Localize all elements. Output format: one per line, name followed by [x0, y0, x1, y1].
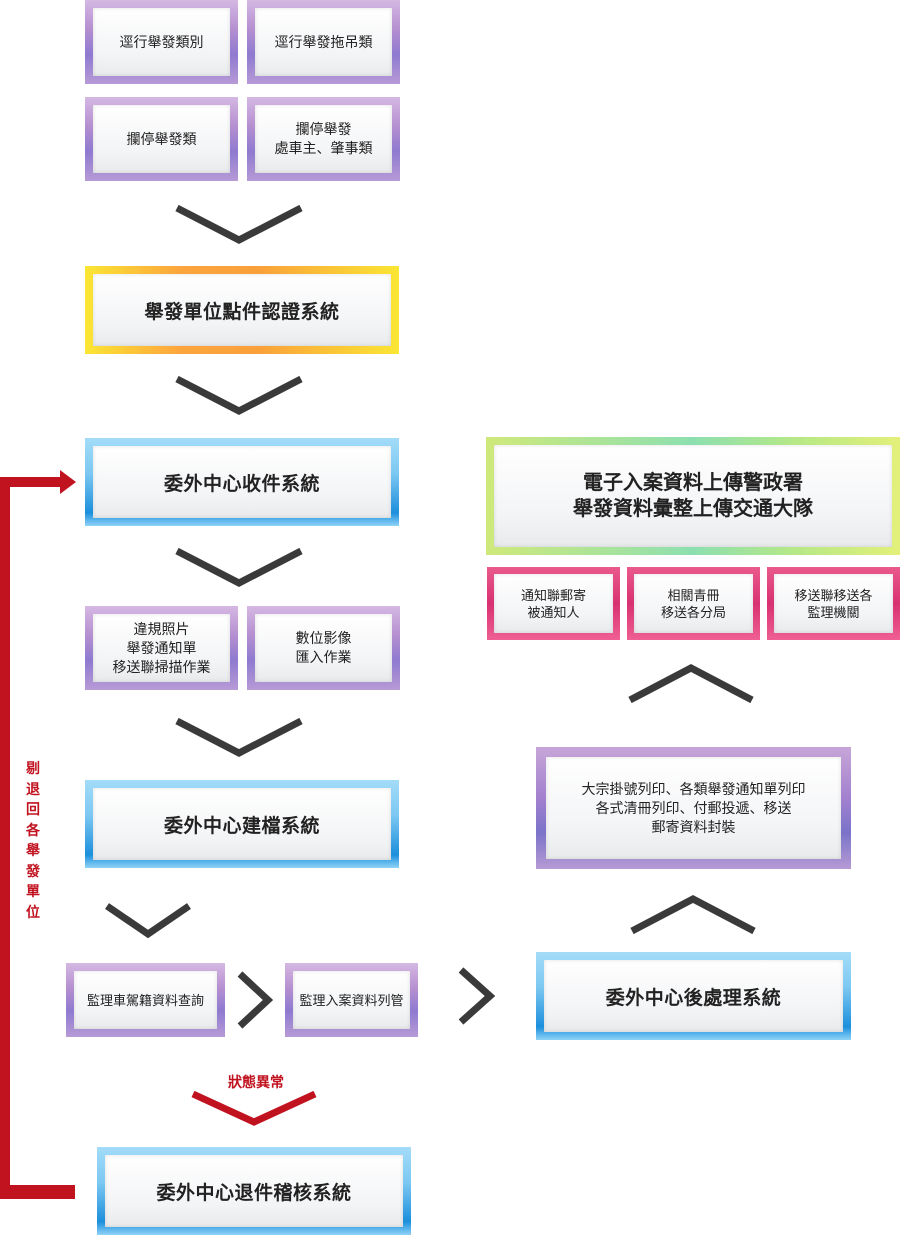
stop-owner-label: 攔停舉發 處車主、肇事類 — [255, 105, 392, 173]
chevron-right-icon — [458, 967, 496, 1025]
filing-system-label: 委外中心建檔系統 — [93, 788, 391, 860]
reject-return-line — [0, 1009, 75, 1199]
mass-print-box: 大宗掛號列印、各類舉發通知單列印 各式清冊列印、付郵投遞、移送 郵寄資料封裝 — [536, 747, 851, 869]
receive-system-box: 委外中心收件系統 — [85, 438, 399, 526]
chevron-down-icon — [175, 717, 303, 757]
receive-system-label: 委外中心收件系統 — [93, 446, 391, 518]
running-category-label: 逕行舉發類別 — [93, 8, 230, 76]
scan-photos-box: 違規照片 舉發通知單 移送聯掃描作業 — [85, 606, 238, 690]
vehicle-query-label: 監理車駕籍資料查詢 — [74, 971, 217, 1029]
digital-import-box: 數位影像 匯入作業 — [247, 606, 400, 690]
reject-return-arrow — [0, 470, 76, 1009]
scan-photos-label: 違規照片 舉發通知單 移送聯掃描作業 — [93, 614, 230, 682]
related-books-box: 相關青冊 移送各分局 — [627, 567, 760, 640]
running-category-box: 逕行舉發類別 — [85, 0, 238, 84]
chevron-up-icon — [628, 664, 754, 704]
reject-return-label: 剔退回各舉發單位 — [26, 760, 40, 920]
chevron-down-icon — [191, 1090, 317, 1126]
case-listing-label: 監理入案資料列管 — [293, 971, 410, 1029]
stop-category-label: 攔停舉發類 — [93, 105, 230, 173]
chevron-down-icon — [105, 903, 191, 939]
chevron-up-icon — [630, 895, 756, 935]
related-books-label: 相關青冊 移送各分局 — [634, 574, 753, 633]
transfer-notice-box: 移送聯移送各 監理機關 — [767, 567, 900, 640]
chevron-right-icon — [237, 971, 274, 1029]
return-system-label: 委外中心退件稽核系統 — [105, 1155, 403, 1227]
notify-mail-box: 通知聯郵寄 被通知人 — [487, 567, 620, 640]
stop-owner-box: 攔停舉發 處車主、肇事類 — [247, 97, 400, 181]
upload-system-box: 電子入案資料上傳警政署 舉發資料彙整上傳交通大隊 — [486, 437, 900, 555]
stop-category-box: 攔停舉發類 — [85, 97, 238, 181]
case-listing-box: 監理入案資料列管 — [285, 963, 418, 1037]
post-system-label: 委外中心後處理系統 — [544, 960, 843, 1032]
mass-print-label: 大宗掛號列印、各類舉發通知單列印 各式清冊列印、付郵投遞、移送 郵寄資料封裝 — [546, 757, 841, 859]
status-abnormal-label: 狀態異常 — [228, 1074, 284, 1090]
notify-mail-label: 通知聯郵寄 被通知人 — [494, 574, 613, 633]
post-system-box: 委外中心後處理系統 — [536, 952, 851, 1040]
chevron-down-icon — [175, 375, 303, 415]
chevron-down-icon — [175, 204, 303, 244]
running-towing-label: 逕行舉發拖吊類 — [255, 8, 392, 76]
chevron-down-icon — [175, 547, 303, 587]
return-system-box: 委外中心退件稽核系統 — [97, 1147, 411, 1235]
filing-system-box: 委外中心建檔系統 — [85, 780, 399, 868]
cert-system-box: 舉發單位點件認證系統 — [85, 266, 399, 354]
running-towing-box: 逕行舉發拖吊類 — [247, 0, 400, 84]
transfer-notice-label: 移送聯移送各 監理機關 — [774, 574, 893, 633]
upload-system-label: 電子入案資料上傳警政署 舉發資料彙整上傳交通大隊 — [494, 445, 892, 547]
cert-system-label: 舉發單位點件認證系統 — [93, 274, 391, 346]
digital-import-label: 數位影像 匯入作業 — [255, 614, 392, 682]
vehicle-query-box: 監理車駕籍資料查詢 — [66, 963, 225, 1037]
